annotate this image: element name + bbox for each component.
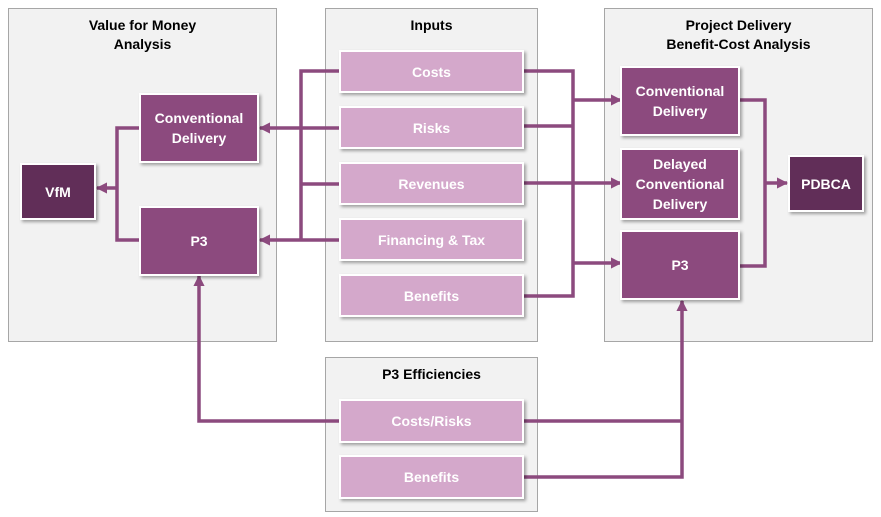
pdbca-p3-box: P3 (620, 230, 740, 300)
pdbca-conventional-delivery-box: Conventional Delivery (620, 66, 740, 136)
efficiency-costs-risks-box: Costs/Risks (339, 399, 524, 443)
pdbca-delayed-conventional-box: Delayed Conventional Delivery (620, 148, 740, 220)
vfm-panel-title: Value for Money Analysis (88, 17, 197, 52)
pdbca-panel-title: Project Delivery Benefit-Cost Analysis (666, 17, 811, 52)
line-costs-bus (299, 69, 341, 240)
vfm-conventional-delivery-box: Conventional Delivery (139, 93, 259, 163)
arrow-costs-risks-to-vfm-p3 (193, 274, 341, 423)
vfm-p3-box: P3 (139, 206, 259, 276)
input-financing-box: Financing & Tax (339, 218, 524, 261)
efficiencies-panel-title: P3 Efficiencies (382, 366, 481, 382)
input-costs-box: Costs (339, 50, 524, 93)
pdbca-box: PDBCA (788, 155, 864, 212)
arrow-vfm-boxes-to-vfm (115, 126, 139, 242)
inputs-panel-title: Inputs (410, 17, 453, 33)
line-pdbca-boxes (740, 98, 767, 268)
input-risks-box: Risks (339, 106, 524, 149)
vfm-box: VfM (20, 163, 96, 220)
input-revenues-box: Revenues (339, 162, 524, 205)
efficiency-benefits-box: Benefits (339, 455, 524, 499)
arrow-benefits-to-pdbca-p3 (524, 299, 688, 479)
input-benefits-box: Benefits (339, 274, 524, 317)
